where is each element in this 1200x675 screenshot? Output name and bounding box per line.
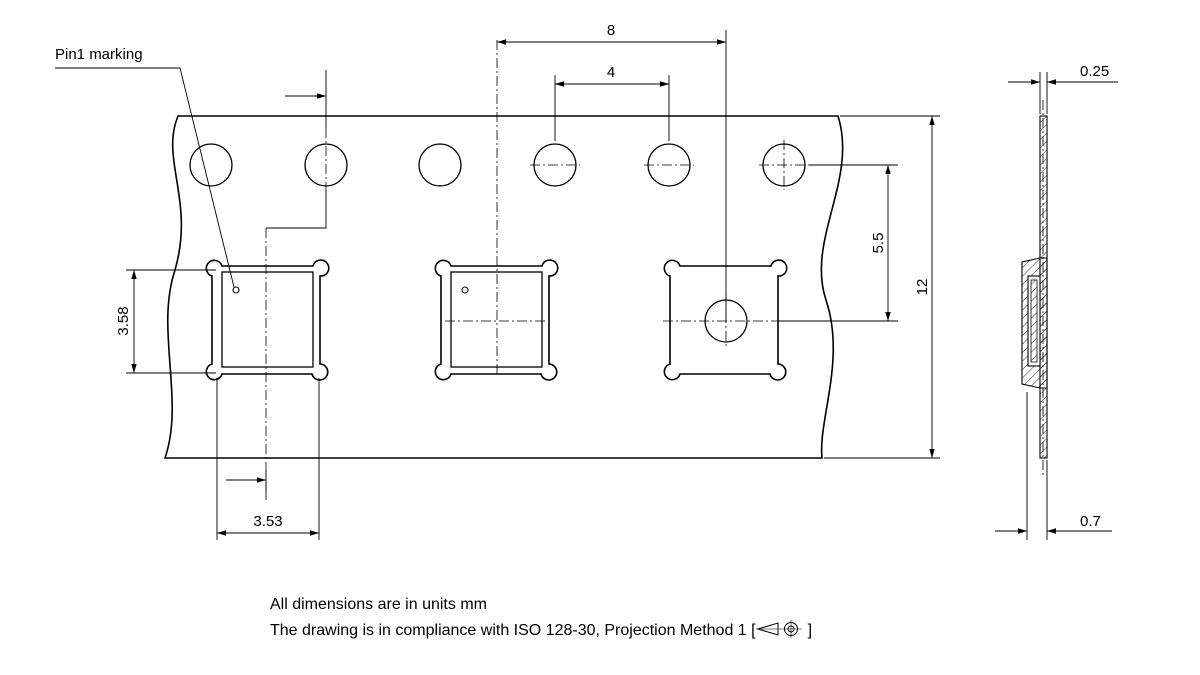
dim-hole-offset (778, 164, 898, 322)
dim-hole-offset-label: 5.5 (870, 233, 887, 254)
units-note-text: All dimensions are in units mm (270, 596, 487, 613)
units-note: All dimensions are in units mm (270, 596, 487, 614)
pocket-left (205, 259, 330, 381)
side-view (1021, 100, 1048, 475)
dim-tape-width (824, 115, 940, 459)
dim-pitch (497, 30, 727, 322)
dim-tape-width-label: 12 (914, 279, 931, 296)
dim-tape-thickness-label: 0.25 (1080, 63, 1109, 80)
sprocket-hole (189, 143, 233, 187)
pin1-leader (55, 67, 235, 288)
projection-note-bracket: ] (807, 622, 813, 639)
offset-arrows (226, 70, 327, 500)
offset-jog-line (266, 190, 327, 229)
pin1-marking-label: Pin1 marking (55, 46, 143, 63)
dim-hole-pitch (554, 75, 670, 141)
dim-pocket-width (216, 378, 320, 540)
pin1-dot (232, 286, 240, 294)
projection-note-text: The drawing is in compliance with ISO 12… (270, 622, 756, 639)
component-middle (450, 271, 543, 368)
hole-centerlines (325, 128, 809, 200)
tape-outline (163, 115, 844, 459)
dim-hole-pitch-label: 4 (607, 64, 615, 81)
dim-pocket-height (126, 269, 216, 374)
dim-total-thickness (995, 392, 1112, 540)
projection-symbol-icon (755, 620, 802, 638)
pocket-centerlines (265, 40, 790, 490)
dim-total-thickness-label: 0.7 (1080, 513, 1101, 530)
component-left (221, 271, 314, 368)
pocket-middle (434, 259, 559, 381)
pocket-right (663, 259, 788, 381)
pin1-dot (461, 286, 469, 294)
projection-note: The drawing is in compliance with ISO 12… (270, 620, 812, 640)
dim-tape-thickness (1008, 72, 1118, 114)
dim-pitch-label: 8 (607, 22, 615, 39)
dim-pocket-height-label: 3.58 (115, 306, 132, 335)
dim-pocket-width-label: 3.53 (253, 513, 282, 530)
sprocket-hole (418, 143, 462, 187)
